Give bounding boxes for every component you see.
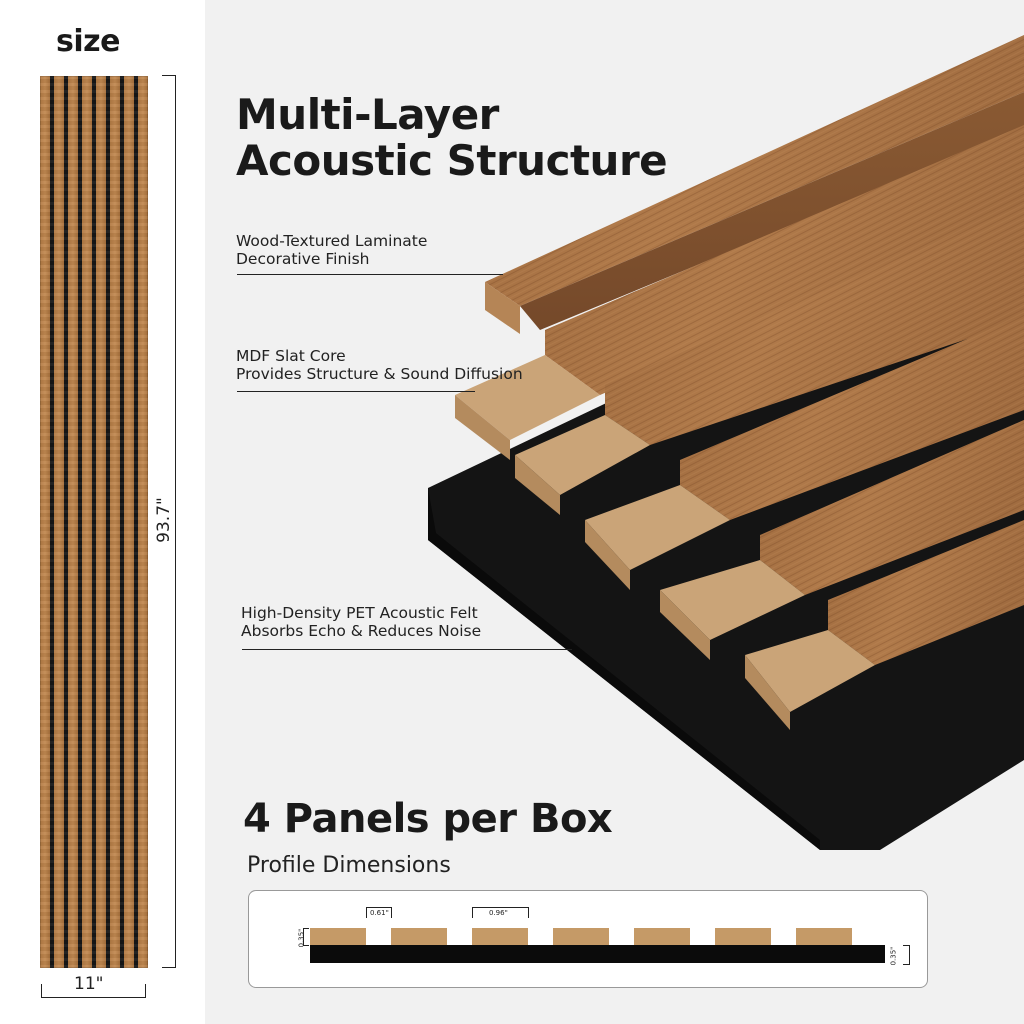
- laminate-callout: Wood-Textured Laminate Decorative Finish: [236, 232, 427, 268]
- felt-callout: High-Density PET Acoustic Felt Absorbs E…: [241, 604, 481, 640]
- laminate-callout-line-2: Decorative Finish: [236, 250, 370, 268]
- profile-slat: [634, 928, 690, 945]
- profile-slat: [391, 928, 447, 945]
- height-dimension-cap-bottom: [162, 967, 176, 968]
- height-dimension-label: 93.7": [154, 497, 174, 543]
- laminate-shell-shape: [485, 35, 1024, 334]
- width-dimension-cap-right: [145, 984, 146, 998]
- mdf-callout-line-2: Provides Structure & Sound Diffusion: [236, 365, 523, 383]
- mdf-callout: MDF Slat Core Provides Structure & Sound…: [236, 347, 523, 383]
- layer-illustration: [428, 35, 1024, 850]
- width-dimension-line: [42, 997, 145, 998]
- felt-callout-line-1: High-Density PET Acoustic Felt: [241, 604, 478, 622]
- profile-felt-bar: [310, 945, 885, 963]
- mdf-callout-line-1: MDF Slat Core: [236, 347, 346, 365]
- laminate-callout-leader: [237, 274, 503, 275]
- laminate-callout-line-1: Wood-Textured Laminate: [236, 232, 428, 250]
- wood-slat-2: [605, 205, 1024, 445]
- mdf-core-2: [515, 415, 650, 515]
- slat-height-bracket: [303, 928, 309, 946]
- profile-slat: [310, 928, 366, 945]
- felt-callout-line-2: Absorbs Echo & Reduces Noise: [241, 622, 482, 640]
- main-title-line-1: Multi-Layer: [236, 90, 499, 139]
- profile-slat: [472, 928, 528, 945]
- profile-slat: [553, 928, 609, 945]
- main-title: Multi-Layer Acoustic Structure: [236, 90, 668, 185]
- panels-per-box-heading: 4 Panels per Box: [243, 796, 613, 842]
- width-dimension-label: 11": [70, 974, 108, 994]
- wood-slat-5: [828, 520, 1024, 665]
- slat-gap-label: 0.61": [370, 909, 389, 917]
- slat-width-bracket: [472, 907, 529, 918]
- main-title-line-2: Acoustic Structure: [236, 136, 668, 185]
- mdf-core-4: [660, 560, 805, 660]
- slat-width-label: 0.96": [489, 909, 508, 917]
- wood-slat-4: [760, 420, 1024, 595]
- felt-height-label: 0.35": [889, 946, 898, 966]
- height-dimension-line: [175, 75, 176, 968]
- felt-callout-leader: [242, 649, 572, 650]
- felt-height-bracket: [903, 945, 910, 965]
- mdf-callout-leader: [237, 391, 475, 392]
- wood-slat-1: [545, 125, 1024, 395]
- wood-slat-3: [680, 315, 1024, 520]
- width-dimension-cap-left: [41, 984, 42, 998]
- profile-dimensions-heading: Profile Dimensions: [247, 853, 451, 878]
- mdf-core-3: [585, 485, 730, 590]
- profile-slat: [796, 928, 852, 945]
- slat-gap-bracket: [366, 907, 392, 918]
- profile-slat: [715, 928, 771, 945]
- height-dimension-cap-top: [162, 75, 176, 76]
- size-heading: size: [56, 24, 120, 59]
- slat-height-label: 0.35": [297, 928, 306, 948]
- mdf-core-5: [745, 630, 875, 730]
- full-panel-image: [40, 76, 148, 968]
- mdf-core-1: [455, 355, 600, 460]
